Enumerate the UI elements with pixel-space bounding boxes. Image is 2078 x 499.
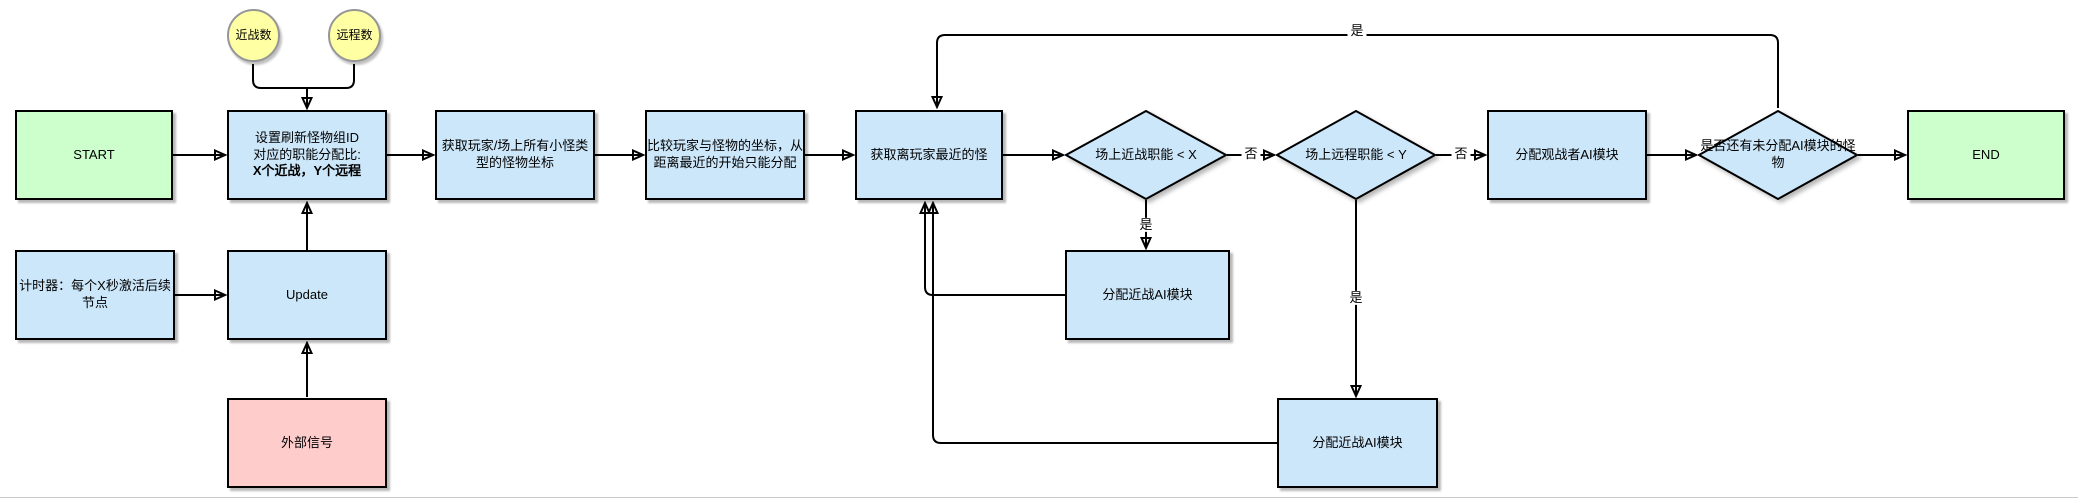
node-ranged-count-label: 远程数 (336, 27, 373, 42)
node-compare-coords[interactable]: 比较玩家与怪物的坐标，从 距离最近的开始只能分配 (645, 110, 805, 200)
node-external-signal-label: 外部信号 (280, 434, 333, 450)
node-melee-count-label: 近战数 (235, 27, 272, 42)
node-assign-melee-2-label: 分配近战AI模块 (1312, 434, 1403, 450)
node-external-signal[interactable]: 外部信号 (227, 398, 387, 488)
node-set-ratio[interactable]: 设置刷新怪物组ID 对应的职能分配比: X个近战，Y个远程 (227, 110, 387, 200)
node-get-coords[interactable]: 获取玩家/场上所有小怪类 型的怪物坐标 (435, 110, 595, 200)
node-get-coords-label: 获取玩家/场上所有小怪类 型的怪物坐标 (441, 138, 589, 170)
edge-label-loop-yes[interactable]: 是 (1347, 23, 1367, 39)
node-melee-count[interactable]: 近战数 (227, 9, 280, 62)
node-assign-melee-1[interactable]: 分配近战AI模块 (1065, 250, 1230, 340)
edge-label-melee-no[interactable]: 否 (1241, 146, 1261, 162)
decision-ranged-check[interactable]: 场上远程职能 < Y (1276, 110, 1436, 200)
node-assign-spectator-label: 分配观战者AI模块 (1515, 146, 1619, 162)
node-get-nearest-label: 获取离玩家最近的怪 (870, 146, 988, 162)
decision-melee-check-label: 场上近战职能 < X (1095, 146, 1197, 162)
node-start[interactable]: START (15, 110, 173, 200)
edge-melee-count-join (252, 64, 307, 89)
node-assign-melee-2[interactable]: 分配近战AI模块 (1277, 398, 1438, 488)
edge-ranged-count-join (307, 64, 355, 89)
node-set-ratio-line1: 设置刷新怪物组ID (254, 129, 359, 145)
edge-label-melee-yes[interactable]: 是 (1136, 217, 1156, 233)
diamond-shape (1065, 110, 1227, 200)
node-timer[interactable]: 计时器：每个X秒激活后续 节点 (15, 250, 175, 340)
node-assign-melee-1-label: 分配近战AI模块 (1102, 286, 1193, 302)
node-set-ratio-line3: X个近战，Y个远程 (252, 163, 362, 179)
diamond-shape (1276, 110, 1436, 200)
node-assign-spectator[interactable]: 分配观战者AI模块 (1487, 110, 1647, 200)
node-end-label: END (1972, 146, 2000, 162)
node-update[interactable]: Update (227, 250, 387, 340)
decision-melee-check[interactable]: 场上近战职能 < X (1065, 110, 1227, 200)
decision-remaining-check[interactable]: 是否还有未分配AI模块的怪 物 (1698, 110, 1858, 200)
edge-label-ranged-no[interactable]: 否 (1451, 146, 1471, 162)
edge-assign-melee2-back (933, 204, 1277, 444)
canvas-bottom-edge (0, 497, 2078, 498)
node-end[interactable]: END (1907, 110, 2065, 200)
node-set-ratio-line2: 对应的职能分配比: (253, 146, 361, 162)
decision-ranged-check-label: 场上远程职能 < Y (1305, 146, 1407, 162)
node-start-label: START (73, 146, 115, 162)
edge-label-ranged-yes[interactable]: 是 (1346, 290, 1366, 306)
node-update-label: Update (286, 286, 328, 302)
node-ranged-count[interactable]: 远程数 (328, 9, 381, 62)
node-get-nearest[interactable]: 获取离玩家最近的怪 (855, 110, 1003, 200)
node-timer-label: 计时器：每个X秒激活后续 节点 (19, 278, 171, 310)
edge-remaining-yes-loop (937, 34, 1779, 108)
diamond-shape (1698, 110, 1858, 200)
edge-assign-melee1-back (925, 204, 1065, 296)
node-compare-coords-label: 比较玩家与怪物的坐标，从 距离最近的开始只能分配 (647, 138, 804, 170)
decision-remaining-check-label: 是否还有未分配AI模块的怪 物 (1700, 138, 1856, 170)
